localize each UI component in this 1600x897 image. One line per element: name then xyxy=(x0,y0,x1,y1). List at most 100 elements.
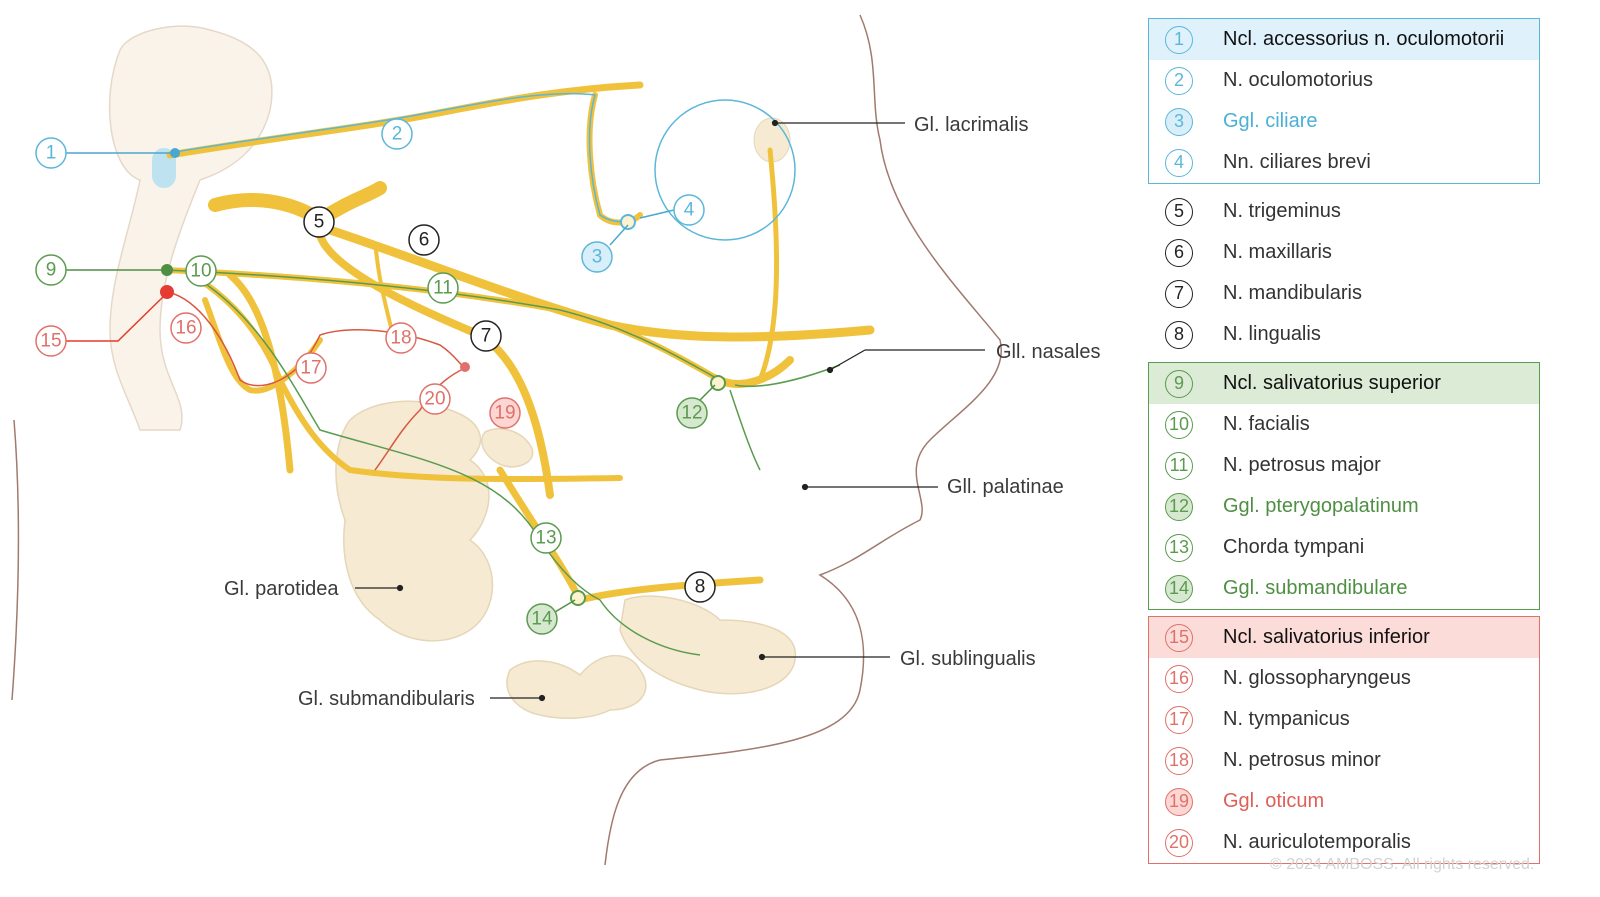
legend-group-glossopharyngeal: 15 Ncl. salivatorius inferior 16 N. glosso… xyxy=(1148,616,1540,864)
label-parotidea: Gl. parotidea xyxy=(224,578,339,600)
svg-text:11: 11 xyxy=(433,278,453,299)
marker-18: 18 xyxy=(385,322,417,354)
sublingual-gland xyxy=(619,595,797,695)
legend-label: N. trigeminus xyxy=(1223,200,1341,222)
marker-15: 15 xyxy=(35,325,67,357)
legend-group-facial: 9 Ncl. salivatorius superior 10 N. faciali… xyxy=(1148,362,1540,610)
submandibular-gland xyxy=(506,654,647,720)
label-sublingualis: Gl. sublingualis xyxy=(900,648,1036,670)
svg-text:12: 12 xyxy=(681,403,702,424)
facial-pathway xyxy=(164,269,841,656)
label-submandibularis: Gl. submandibularis xyxy=(298,688,475,710)
number-connectors xyxy=(66,152,716,613)
legend-row-17: 17 N. tympanicus xyxy=(1149,699,1539,740)
legend-row-13: 13 Chorda tympani xyxy=(1149,527,1539,568)
legend-row-5: 5 N. trigeminus xyxy=(1149,191,1539,232)
marker-6: 6 xyxy=(408,224,440,256)
neck-outline xyxy=(11,419,20,701)
marker-20: 20 xyxy=(419,383,451,415)
marker-17: 17 xyxy=(295,352,327,384)
glossopharyngeal-pathway xyxy=(167,291,466,471)
oculomotor-pathway xyxy=(174,92,796,241)
legend-number: 11 xyxy=(1165,451,1193,480)
svg-text:15: 15 xyxy=(40,331,61,352)
legend-label: Ncl. accessorius n. oculomotorii xyxy=(1223,28,1505,50)
legend-number: 3 xyxy=(1165,107,1193,136)
legend-label: Ggl. ciliare xyxy=(1223,110,1318,132)
legend-row-11: 11 N. petrosus major xyxy=(1149,445,1539,486)
svg-text:9: 9 xyxy=(46,260,57,281)
legend-number: 9 xyxy=(1165,369,1193,398)
marker-12: 12 xyxy=(676,397,708,429)
parotid-gland xyxy=(335,400,534,642)
legend-label: N. glossopharyngeus xyxy=(1223,667,1411,689)
marker-1: 1 xyxy=(35,137,67,169)
legend-number: 4 xyxy=(1165,148,1193,177)
number-markers: 1 2 3 4 5 6 7 8 9 10 11 12 13 14 15 16 1… xyxy=(35,118,716,635)
legend-label: Ncl. salivatorius superior xyxy=(1223,372,1441,394)
legend-row-7: 7 N. mandibularis xyxy=(1149,273,1539,314)
legend-number: 15 xyxy=(1165,623,1193,652)
svg-text:16: 16 xyxy=(175,318,196,339)
marker-10: 10 xyxy=(185,255,217,287)
legend-number: 16 xyxy=(1165,664,1193,693)
legend-label: Ncl. salivatorius inferior xyxy=(1223,626,1430,648)
legend-number: 18 xyxy=(1165,746,1193,775)
svg-text:18: 18 xyxy=(390,328,411,349)
label-lacrimalis: Gl. lacrimalis xyxy=(914,114,1028,136)
svg-text:19: 19 xyxy=(494,403,515,424)
legend-label: N. maxillaris xyxy=(1223,241,1332,263)
legend-row-3: 3 Ggl. ciliare xyxy=(1149,101,1539,142)
legend-label: N. petrosus minor xyxy=(1223,749,1381,771)
marker-2: 2 xyxy=(381,118,413,150)
legend-label: N. mandibularis xyxy=(1223,282,1362,304)
svg-text:8: 8 xyxy=(695,577,706,598)
legend-number: 13 xyxy=(1165,533,1193,562)
legend-number: 6 xyxy=(1165,238,1193,267)
brainstem xyxy=(108,25,273,431)
legend-row-15: 15 Ncl. salivatorius inferior xyxy=(1149,617,1539,658)
legend-row-2: 2 N. oculomotorius xyxy=(1149,60,1539,101)
legend-row-18: 18 N. petrosus minor xyxy=(1149,740,1539,781)
legend-number: 2 xyxy=(1165,66,1193,95)
svg-text:5: 5 xyxy=(314,212,325,233)
legend-number: 7 xyxy=(1165,279,1193,308)
legend-label: N. tympanicus xyxy=(1223,708,1350,730)
svg-text:7: 7 xyxy=(481,326,492,347)
marker-13: 13 xyxy=(530,522,562,554)
face-outline xyxy=(604,14,1003,866)
legend-label: N. petrosus major xyxy=(1223,454,1381,476)
legend-label: Ggl. oticum xyxy=(1223,790,1325,812)
legend-number: 10 xyxy=(1165,410,1193,439)
svg-text:4: 4 xyxy=(684,200,695,221)
legend-label: N. facialis xyxy=(1223,413,1310,435)
marker-7: 7 xyxy=(470,320,502,352)
svg-text:17: 17 xyxy=(300,358,321,379)
legend-number: 5 xyxy=(1165,197,1193,226)
legend-number: 8 xyxy=(1165,320,1193,349)
legend-label: Chorda tympani xyxy=(1223,536,1365,558)
leader-lines xyxy=(355,119,985,702)
label-palatinae: Gll. palatinae xyxy=(947,476,1064,498)
copyright-notice: © 2024 AMBOSS. All rights reserved. xyxy=(1270,856,1535,873)
legend-label: N. oculomotorius xyxy=(1223,69,1374,91)
legend-number: 20 xyxy=(1165,828,1193,857)
legend-label: N. lingualis xyxy=(1223,323,1321,345)
legend-number: 14 xyxy=(1165,574,1193,603)
svg-text:20: 20 xyxy=(424,389,445,410)
legend-number: 17 xyxy=(1165,705,1193,734)
svg-text:3: 3 xyxy=(592,247,603,268)
marker-16: 16 xyxy=(170,312,202,344)
svg-text:6: 6 xyxy=(419,230,430,251)
legend-row-6: 6 N. maxillaris xyxy=(1149,232,1539,273)
marker-19: 19 xyxy=(489,397,521,429)
legend-row-16: 16 N. glossopharyngeus xyxy=(1149,658,1539,699)
